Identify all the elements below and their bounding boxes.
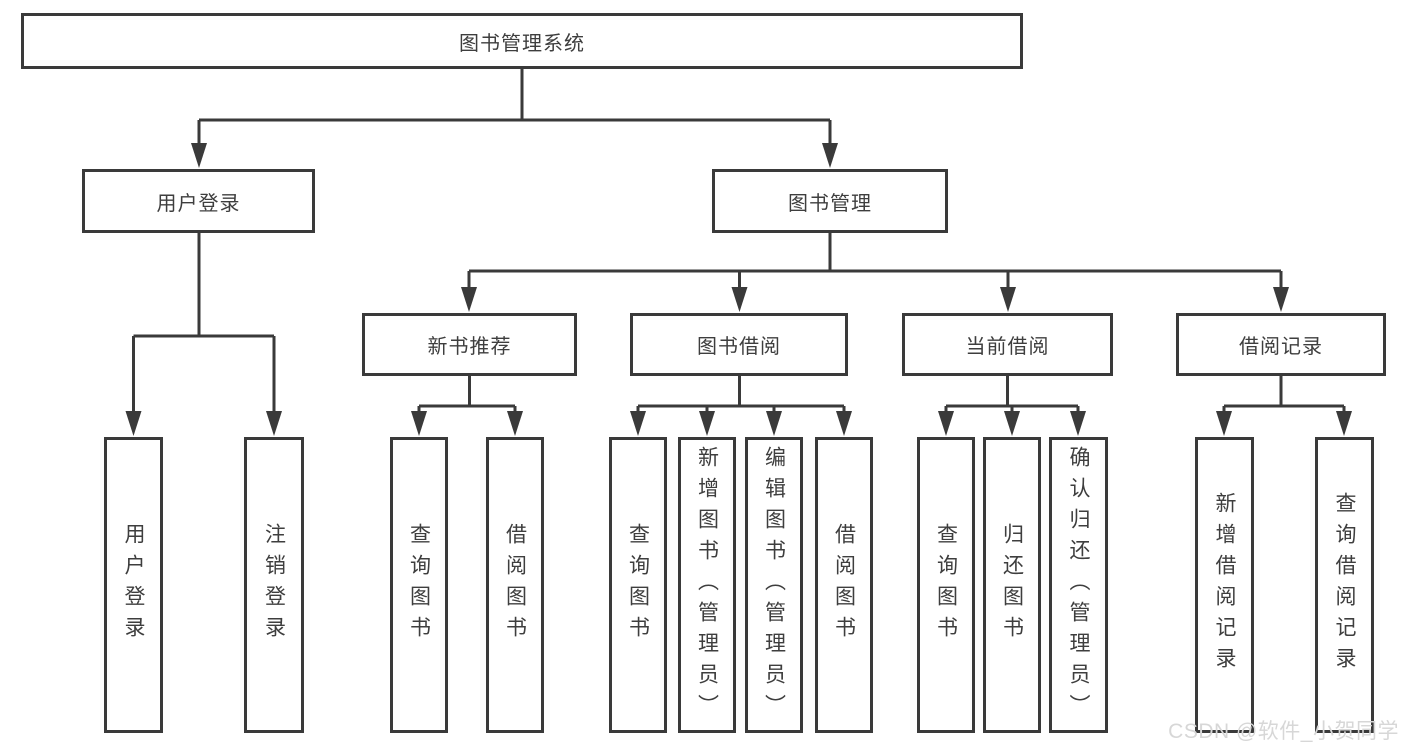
leaf-add-books-admin: 新增图书（管理员）	[678, 437, 736, 733]
leaf-query-books-recommend: 查询图书	[390, 437, 448, 733]
node-book-management-branch: 图书管理	[712, 169, 948, 233]
node-new-book-recommend: 新书推荐	[362, 313, 577, 376]
leaf-borrow-books-recommend: 借阅图书	[486, 437, 544, 733]
leaf-edit-books-admin-label: 编辑图书（管理员）	[762, 445, 786, 725]
leaf-borrow-books-borrowing-label: 借阅图书	[832, 523, 856, 647]
node-root-system: 图书管理系统	[21, 13, 1023, 69]
csdn-watermark: CSDN @软件_小贺同学	[1168, 720, 1399, 743]
node-book-management-branch-label: 图书管理	[788, 192, 872, 215]
leaf-query-books-recommend-label: 查询图书	[407, 523, 431, 647]
leaf-borrow-books-recommend-label: 借阅图书	[503, 523, 527, 647]
leaf-confirm-return-admin: 确认归还（管理员）	[1049, 437, 1108, 733]
node-root-system-label: 图书管理系统	[459, 32, 585, 55]
leaf-borrow-books-borrowing: 借阅图书	[815, 437, 873, 733]
leaf-add-borrow-record: 新增借阅记录	[1195, 437, 1254, 733]
leaf-edit-books-admin: 编辑图书（管理员）	[745, 437, 803, 733]
leaf-query-borrow-record-label: 查询借阅记录	[1333, 492, 1356, 678]
node-new-book-recommend-label: 新书推荐	[427, 336, 512, 358]
leaf-logout-label: 注销登录	[262, 523, 286, 647]
leaf-user-login: 用户登录	[104, 437, 163, 733]
leaf-return-books: 归还图书	[983, 437, 1041, 733]
node-borrow-records: 借阅记录	[1176, 313, 1386, 376]
leaf-query-books-current: 查询图书	[917, 437, 975, 733]
leaf-query-books-borrowing: 查询图书	[609, 437, 667, 733]
leaf-query-borrow-record: 查询借阅记录	[1315, 437, 1374, 733]
node-user-login-branch-label: 用户登录	[156, 192, 241, 215]
node-current-borrowing-label: 当前借阅	[965, 336, 1050, 358]
leaf-add-books-admin-label: 新增图书（管理员）	[695, 445, 719, 725]
node-user-login-branch: 用户登录	[82, 169, 315, 233]
node-book-borrowing-label: 图书借阅	[697, 336, 781, 358]
leaf-query-books-current-label: 查询图书	[934, 523, 958, 647]
leaf-query-books-borrowing-label: 查询图书	[626, 523, 650, 647]
leaf-user-login-label: 用户登录	[122, 523, 145, 647]
leaf-return-books-label: 归还图书	[1000, 523, 1024, 647]
node-current-borrowing: 当前借阅	[902, 313, 1113, 376]
leaf-confirm-return-admin-label: 确认归还（管理员）	[1067, 445, 1090, 725]
node-book-borrowing: 图书借阅	[630, 313, 848, 376]
leaf-logout: 注销登录	[244, 437, 304, 733]
leaf-add-borrow-record-label: 新增借阅记录	[1213, 492, 1236, 678]
node-borrow-records-label: 借阅记录	[1239, 336, 1323, 358]
